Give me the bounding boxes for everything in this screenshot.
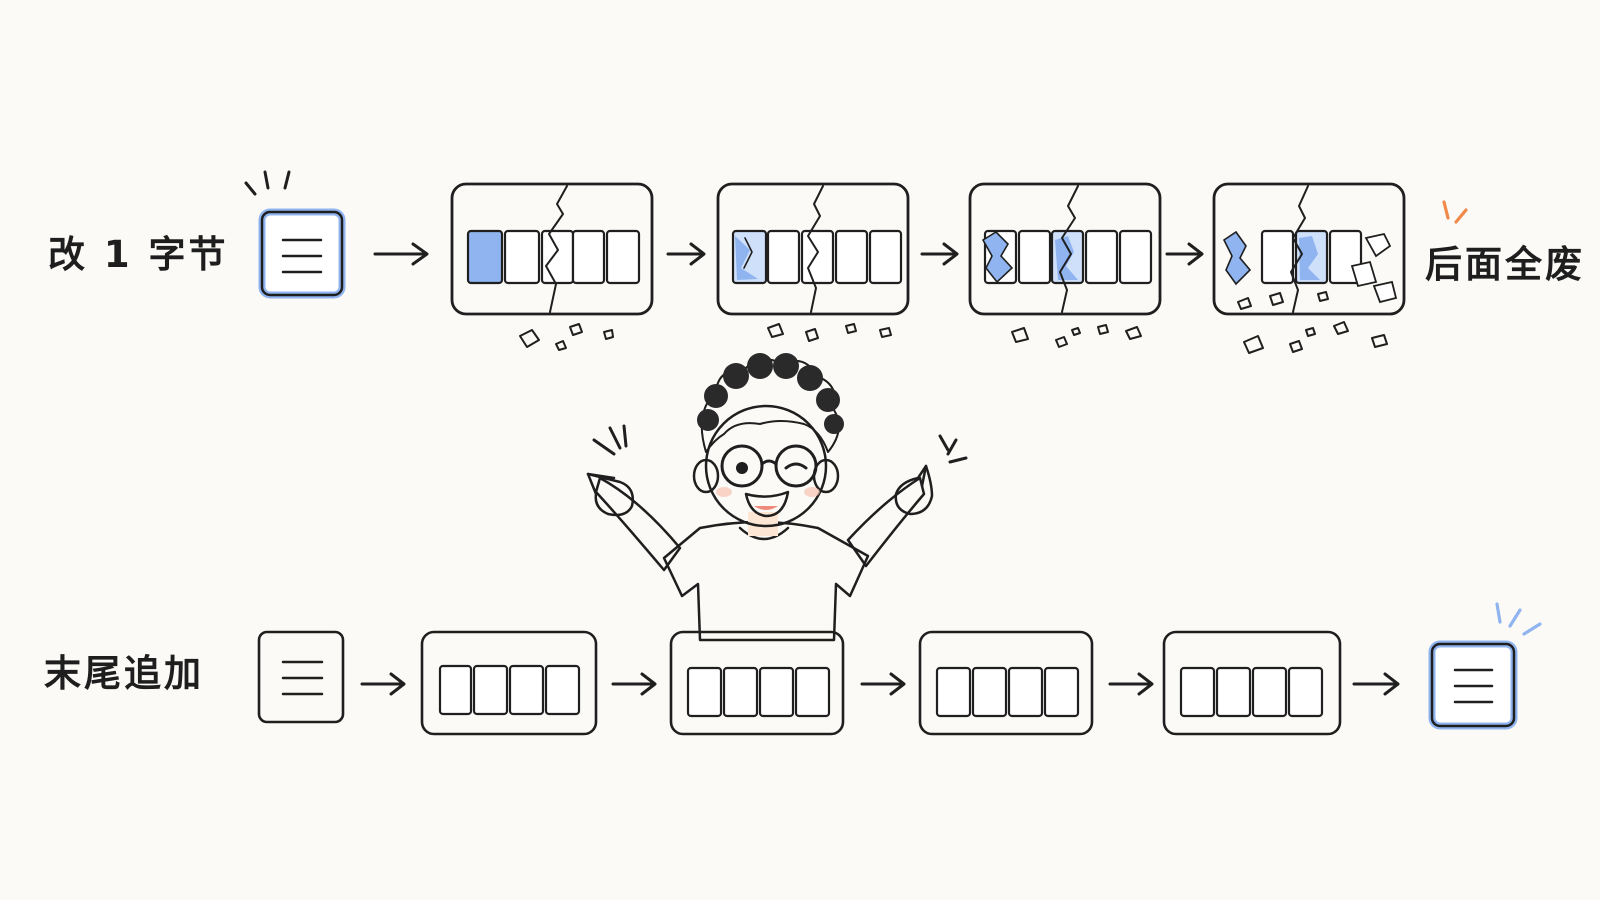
crack-icon [1059,185,1079,313]
row1-block-stream-4 [1212,182,1406,354]
row-overwrite-label: 改 1 字节 [48,233,229,276]
debris-icon [767,323,892,342]
row-append-label: 末尾追加 [44,652,204,695]
row2-block-stream-2 [669,630,845,736]
row1-arrow-icon-4 [1165,242,1204,266]
row2-arrow-icon-5 [1352,672,1400,696]
row-overwrite-end-label: 后面全废 [1425,243,1585,286]
row2-arrow-icon-4 [1108,672,1154,696]
debris-icon [519,323,614,351]
row2-arrow-icon-1 [360,672,406,696]
row1-arrow-icon-1 [373,242,429,266]
row1-arrow-icon-2 [666,242,706,266]
crack-icon [1290,185,1309,313]
row1-arrow-icon-3 [920,242,959,266]
row1-block-stream-1 [450,182,654,351]
row2-arrow-icon-2 [611,672,657,696]
crack-icon [807,185,824,313]
row1-start-sparkle-icon [244,170,291,196]
row2-result-document-icon [1428,640,1518,730]
crack-icon [545,185,568,313]
row2-end-sparkle-icon [1495,602,1542,636]
row2-arrow-icon-3 [860,672,906,696]
row1-end-sparkle-icon [1442,200,1468,224]
row1-block-stream-2 [716,182,910,342]
row1-document-icon [258,208,346,299]
debris-icon [1237,291,1388,354]
row2-block-stream-1 [420,630,598,736]
row2-block-stream-4 [1162,630,1342,736]
row1-block-stream-3 [968,182,1162,348]
debris-icon [1011,324,1142,348]
row2-document-icon [257,630,345,724]
row2-block-stream-3 [918,630,1094,736]
character-pointing-illustration [586,353,968,642]
